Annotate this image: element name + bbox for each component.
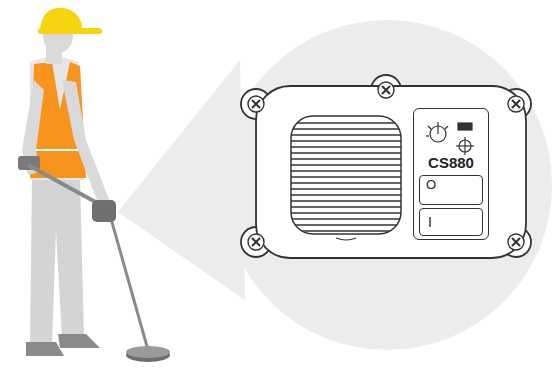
button-label: O xyxy=(420,176,482,192)
callout-bubble xyxy=(118,20,552,350)
control-symbols xyxy=(426,122,474,155)
grille-slot xyxy=(291,188,401,189)
grille-slot xyxy=(291,194,401,195)
detector-housing xyxy=(241,75,531,258)
grille-slot xyxy=(291,200,401,201)
grille-slot xyxy=(291,170,401,171)
screw xyxy=(378,82,394,98)
grille-slot xyxy=(291,146,401,147)
grille-slot xyxy=(291,218,401,219)
screw xyxy=(248,234,264,250)
worker-figure xyxy=(18,8,170,362)
grille-slot xyxy=(291,182,401,183)
grille-slot xyxy=(291,176,401,177)
grille-slot xyxy=(291,128,401,129)
model-name: CS880 xyxy=(414,109,488,172)
label-panel: CS880O I xyxy=(413,108,489,240)
screw xyxy=(508,234,524,250)
grille-slot xyxy=(291,230,401,231)
speaker-grille xyxy=(291,116,401,234)
grille-slot xyxy=(291,164,401,165)
grille-slot xyxy=(291,134,401,135)
grille-slot xyxy=(291,140,401,141)
off-button: O xyxy=(419,175,483,205)
grille-slot xyxy=(291,122,401,123)
on-button: I xyxy=(419,208,483,236)
grille-slot xyxy=(291,212,401,213)
grille-slot xyxy=(291,206,401,207)
button-label: I xyxy=(420,209,482,230)
grille-slot xyxy=(291,224,401,225)
screw xyxy=(248,96,264,112)
grille-slot xyxy=(291,152,401,153)
grille-slot xyxy=(291,158,401,159)
screw xyxy=(508,96,524,112)
